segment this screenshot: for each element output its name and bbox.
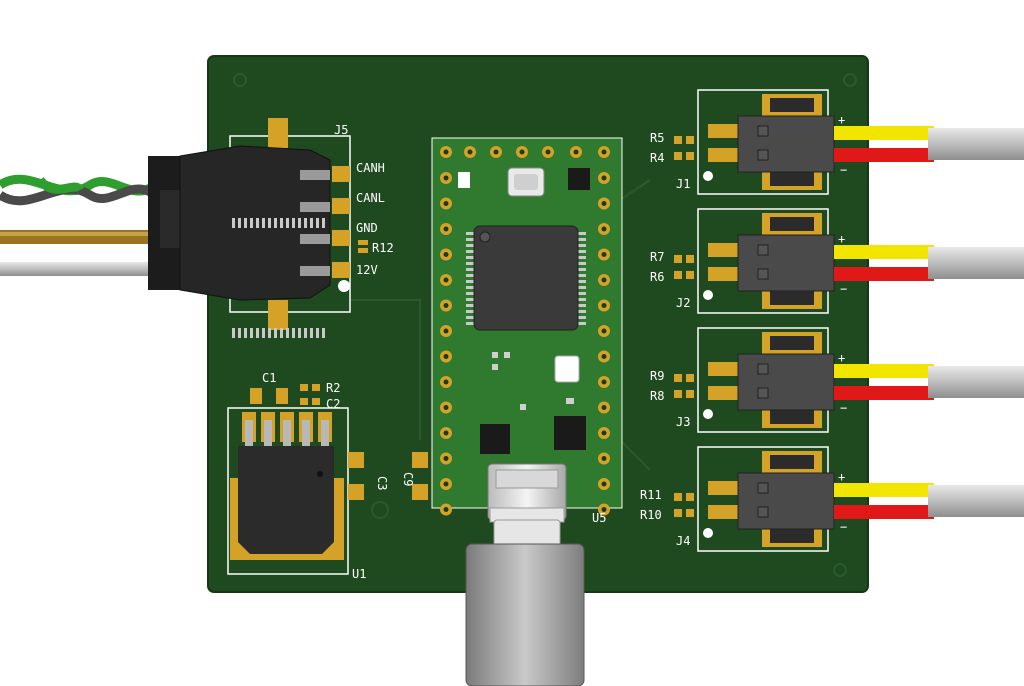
port-ref: J4 (676, 534, 690, 548)
wire-red (834, 386, 934, 400)
polarity-minus: − (840, 282, 847, 296)
wire-red (834, 505, 934, 519)
copper-traces (233, 73, 857, 577)
resistor-ref-bottom: R10 (640, 508, 662, 522)
cable-jacket (928, 128, 1024, 160)
r12-ref: R12 (372, 241, 394, 255)
polarity-plus: + (838, 470, 845, 484)
wire-red (834, 267, 934, 281)
polarity-minus: − (840, 163, 847, 177)
port-ref: J2 (676, 296, 690, 310)
u5-ref: U5 (592, 511, 606, 525)
port-ref: J1 (676, 177, 690, 191)
j5-label-gnd: GND (356, 221, 378, 235)
cable-jacket (928, 485, 1024, 517)
wire-gray (0, 184, 153, 206)
c3-ref: C3 (375, 476, 389, 490)
c9-ref: C9 (401, 472, 415, 486)
resistor-ref-top: R11 (640, 488, 662, 502)
teensy-chip-b (554, 416, 586, 450)
j5-pin1-marker (338, 280, 350, 292)
wire-red (834, 148, 934, 162)
cable-jacket (928, 247, 1024, 279)
polarity-plus: + (838, 351, 845, 365)
j5-ref: J5 (334, 123, 348, 137)
j5-label-canh: CANH (356, 161, 385, 175)
j5-mount-pad-bottom (268, 300, 288, 330)
wire-yellow (834, 364, 934, 378)
resistor-ref-bottom: R4 (650, 151, 664, 165)
resistor-ref-top: R9 (650, 369, 664, 383)
j5-plug (148, 145, 331, 301)
c9-pad (412, 452, 428, 468)
j5-label-12v: 12V (356, 263, 378, 277)
polarity-minus: − (840, 401, 847, 415)
polarity-plus: + (838, 113, 845, 127)
r2-ref: R2 (326, 381, 340, 395)
cable-jacket (928, 366, 1024, 398)
u1-ref: U1 (352, 567, 366, 581)
usb-cable-overmold (465, 543, 585, 686)
resistor-ref-top: R7 (650, 250, 664, 264)
teensy-mcu-chip (473, 225, 579, 331)
wire-yellow (834, 483, 934, 497)
c2-ref: C2 (326, 397, 340, 411)
port-ref: J3 (676, 415, 690, 429)
c3-pad (348, 452, 364, 468)
resistor-ref-bottom: R8 (650, 389, 664, 403)
polarity-plus: + (838, 232, 845, 246)
j5-label-canl: CANL (356, 191, 385, 205)
j5-pin-pads (332, 166, 350, 278)
teensy-chip-a (480, 424, 510, 454)
c1-pad (250, 388, 262, 404)
wire-white (0, 262, 150, 276)
wire-yellow (834, 245, 934, 259)
u1-body (238, 446, 334, 554)
polarity-minus: − (840, 520, 847, 534)
teensy-header-pins (440, 146, 610, 516)
j5-mount-pad-top (268, 118, 288, 148)
resistor-ref-top: R5 (650, 131, 664, 145)
can-twisted-pair (0, 174, 153, 206)
wire-yellow (834, 126, 934, 140)
resistor-ref-bottom: R6 (650, 270, 664, 284)
c1-ref: C1 (262, 371, 276, 385)
